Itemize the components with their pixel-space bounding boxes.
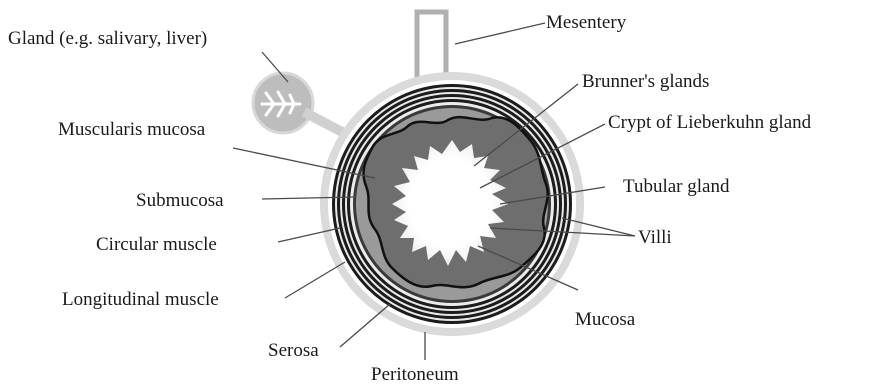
label-mucosa: Mucosa	[575, 309, 636, 330]
label-villi: Villi	[638, 227, 672, 248]
label-crypt-gland: Crypt of Lieberkuhn gland	[608, 112, 812, 133]
gland-duct	[304, 112, 346, 134]
label-mesentery: Mesentery	[546, 12, 627, 33]
label-longitudinal-muscle: Longitudinal muscle	[62, 289, 219, 310]
external-gland	[253, 73, 346, 134]
label-serosa: Serosa	[268, 340, 319, 361]
label-circular-muscle: Circular muscle	[96, 234, 217, 255]
label-brunners-glands: Brunner's glands	[582, 71, 709, 92]
label-submucosa: Submucosa	[136, 190, 224, 211]
label-muscularis-mucosa: Muscularis mucosa	[58, 119, 206, 140]
label-tubular-gland: Tubular gland	[623, 176, 730, 197]
label-peritoneum: Peritoneum	[371, 364, 459, 385]
label-gland: Gland (e.g. salivary, liver)	[8, 28, 207, 49]
